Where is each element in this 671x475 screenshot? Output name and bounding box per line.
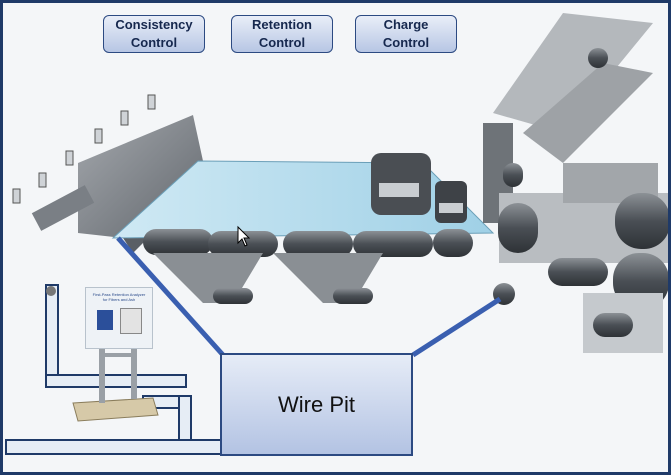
analyzer-sensor-box: [120, 308, 142, 334]
connector-left: [116, 236, 225, 357]
analyzer-panel: First-Pass Retention Analyzer for Fibers…: [85, 287, 153, 349]
consistency-control-button[interactable]: Consistency Control: [103, 15, 205, 53]
paper-machine-illustration: [5, 13, 668, 455]
wire-pit-label: Wire Pit: [278, 391, 355, 417]
table-rolls: [143, 229, 473, 304]
wire-pit-box[interactable]: Wire Pit: [220, 353, 413, 456]
analyzer-stand: [72, 343, 159, 422]
analyzer-caption: First-Pass Retention Analyzer for Fibers…: [92, 292, 146, 302]
headbox-actuators: [12, 94, 156, 204]
press-section: [483, 13, 668, 353]
connector-right: [411, 296, 502, 358]
retention-control-button[interactable]: Retention Control: [231, 15, 333, 53]
mouse-cursor-icon: [237, 225, 251, 247]
analyzer-controller: [97, 310, 113, 330]
charge-control-button[interactable]: Charge Control: [355, 15, 457, 53]
wire-sensors: [371, 153, 467, 223]
